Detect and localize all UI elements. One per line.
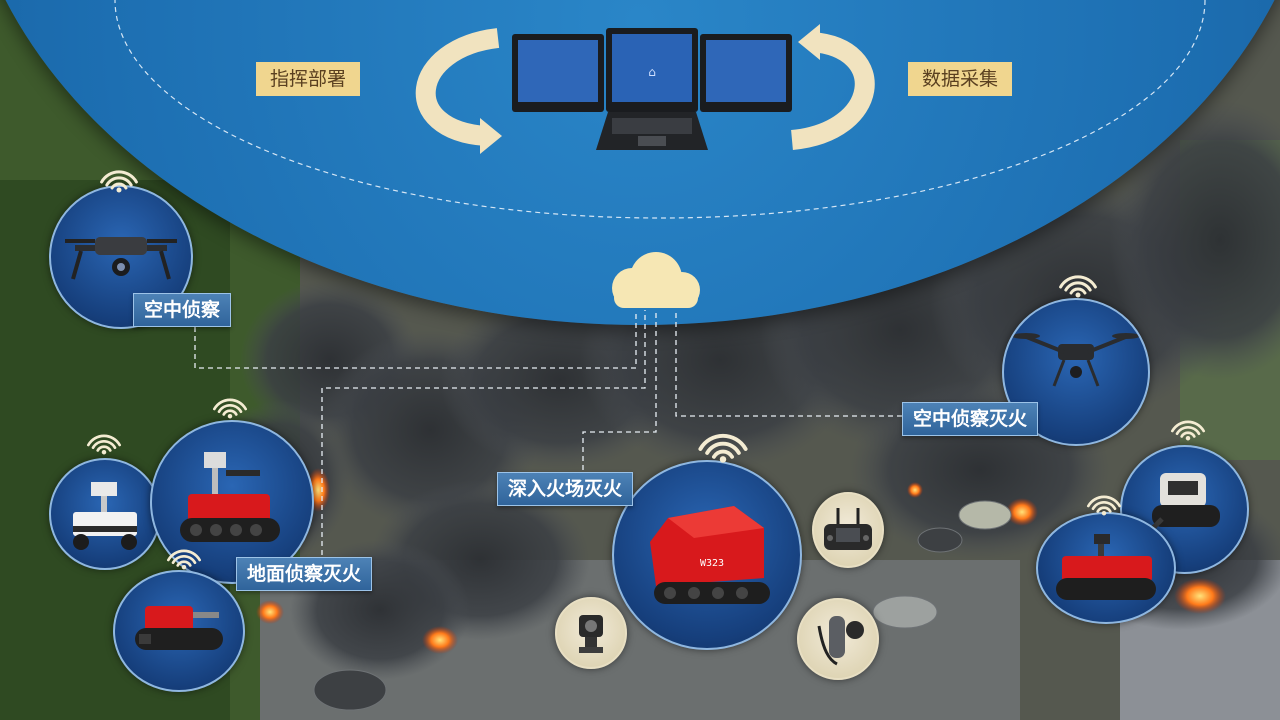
storage-tanks xyxy=(313,500,1012,711)
quadcopter-icon xyxy=(1012,333,1140,387)
red-tracked-robot-icon xyxy=(1056,534,1156,600)
breathing-apparatus-icon xyxy=(817,616,864,666)
remote-controller-icon xyxy=(824,508,872,550)
svg-text:⌂: ⌂ xyxy=(648,65,656,79)
tracked-fire-robot-icon xyxy=(180,452,280,542)
ground-recon-fire-label: 地面侦察灭火 xyxy=(236,557,373,591)
compact-fire-robot-circle xyxy=(113,570,245,692)
deep-fire-label: 深入火场灭火 xyxy=(497,472,634,506)
air-recon-label: 空中侦察 xyxy=(133,293,232,327)
robot-marking: W323 xyxy=(700,558,724,569)
main-fire-robot-circle: W323 xyxy=(612,460,802,650)
red-tracked-robot-circle xyxy=(1036,512,1176,624)
patrol-robot-circle xyxy=(49,458,161,570)
air-recon-fire-drone-circle xyxy=(1002,298,1150,446)
patrol-robot-icon xyxy=(73,482,137,550)
remote-controller-circle xyxy=(812,492,884,568)
breathing-apparatus-circle xyxy=(797,598,879,680)
air-recon-fire-label: 空中侦察灭火 xyxy=(902,402,1039,436)
ptz-camera-icon xyxy=(579,615,603,653)
data-collection-label: 数据采集 xyxy=(908,62,1013,96)
rugged-laptop-icon: ⌂ xyxy=(512,28,792,150)
command-deploy-label: 指挥部署 xyxy=(256,62,361,96)
drone-icon xyxy=(65,237,177,280)
ptz-camera-circle xyxy=(555,597,627,669)
large-fire-robot-icon: W323 xyxy=(650,506,770,604)
compact-fire-robot-icon xyxy=(135,606,223,650)
